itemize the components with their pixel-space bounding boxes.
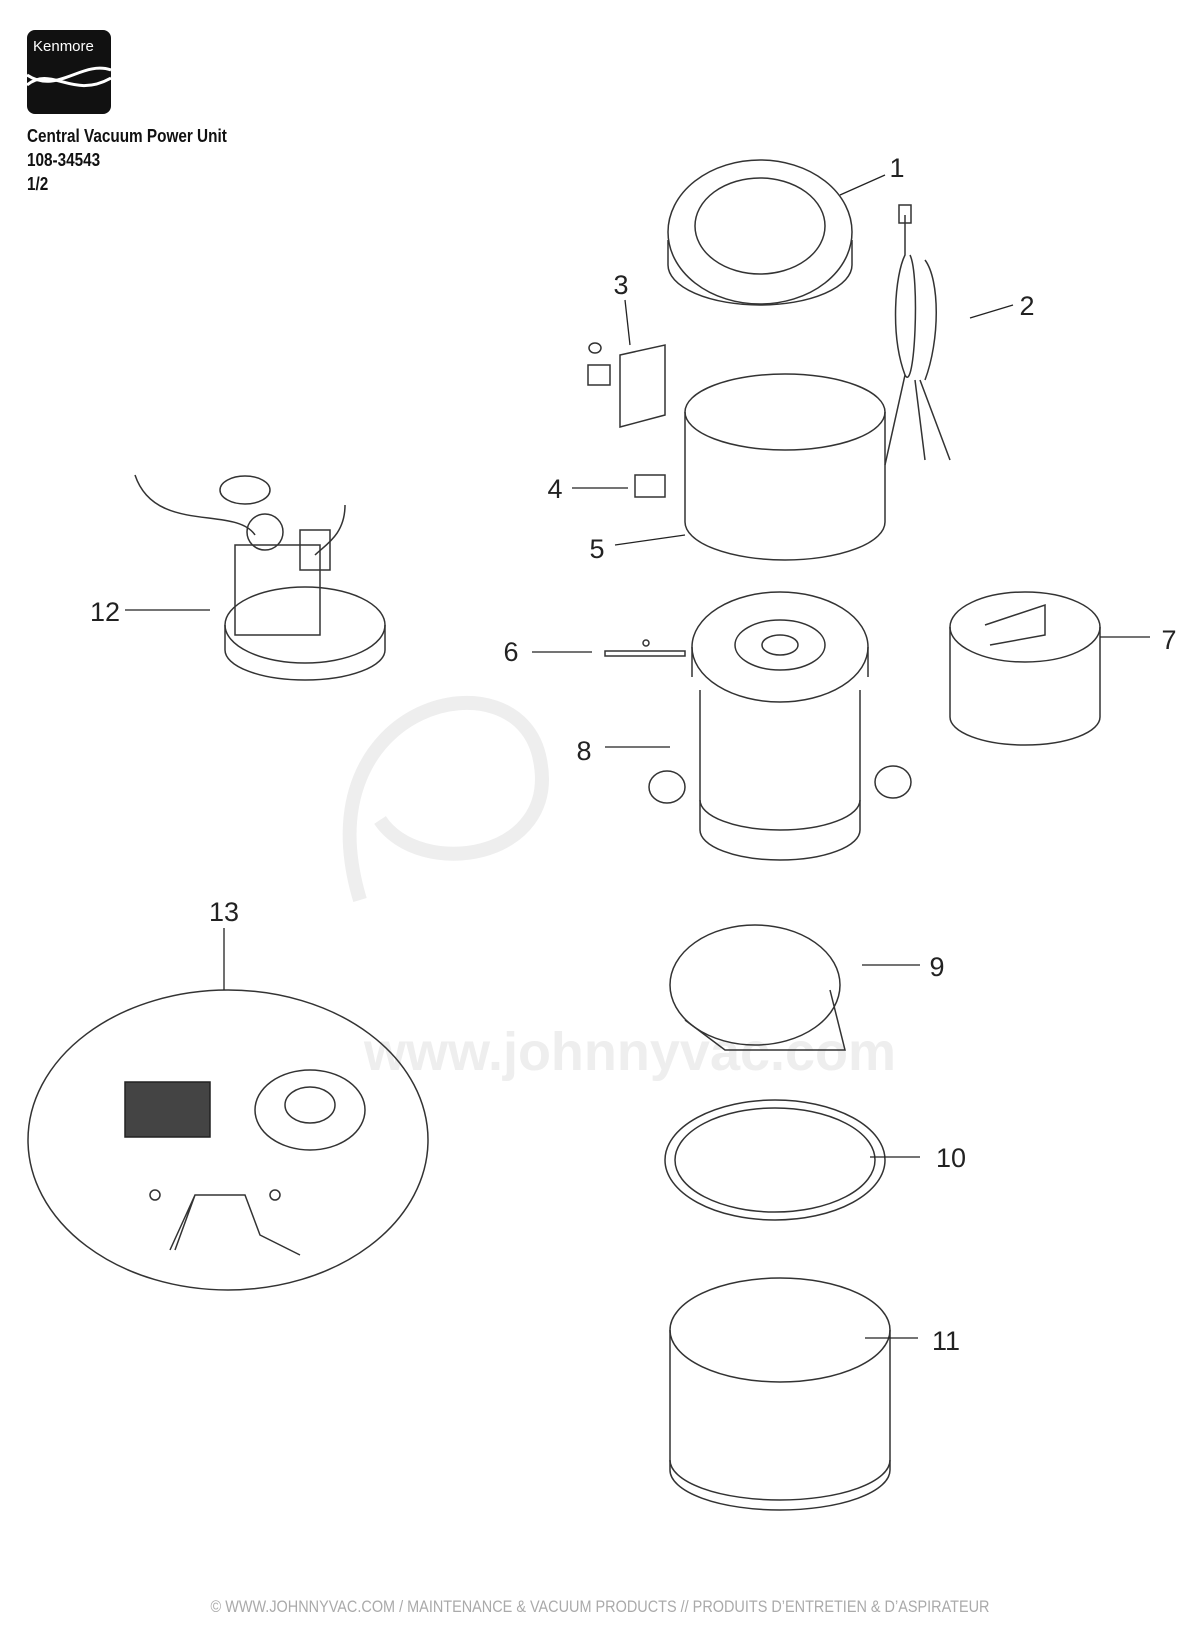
callout-6: 6: [503, 637, 518, 667]
callout-3: 3: [613, 270, 628, 300]
watermark-script: [342, 695, 549, 903]
part-4-switch: [634, 474, 666, 498]
part-9-filter-frame: [669, 924, 846, 1051]
callout-9: 9: [929, 952, 944, 982]
part-11-dirt-canister: [669, 1277, 891, 1511]
callout-1: 1: [889, 153, 904, 183]
part-8-motor-body: [648, 591, 912, 861]
part-10-gasket: [664, 1099, 886, 1221]
part-3-bracket: [587, 342, 666, 428]
part-12-motor-assembly: [134, 474, 386, 681]
part-1-lid: [667, 159, 853, 306]
callout-4: 4: [547, 474, 562, 504]
callout-2: 2: [1019, 291, 1034, 321]
document-header: Central Vacuum Power Unit 108-34543 1/2: [27, 124, 227, 196]
document-title: Central Vacuum Power Unit: [27, 126, 227, 146]
leader-lines: [125, 174, 1150, 1339]
callout-11: 11: [932, 1326, 960, 1356]
callout-13: 13: [209, 897, 239, 927]
part-5-housing-shell: [684, 373, 886, 561]
callout-7: 7: [1161, 625, 1176, 655]
callout-5: 5: [589, 534, 604, 564]
model-number: 108-34543: [27, 150, 101, 170]
watermark: www.johnnyvac.com: [363, 1022, 896, 1082]
callout-numbers: 1 2 3 4 5 6 7 8 9 10 11 12 13: [90, 153, 1177, 1356]
part-2-power-cord: [884, 204, 951, 466]
part-6-bolt: [604, 639, 686, 657]
logo-wave-icon: [27, 66, 111, 88]
callout-10: 10: [936, 1143, 966, 1173]
page-number: 1/2: [27, 174, 49, 194]
callout-12: 12: [90, 597, 120, 627]
footer-copyright: © WWW.JOHNNYVAC.COM / MAINTENANCE & VACU…: [210, 1597, 990, 1616]
callout-8: 8: [576, 736, 591, 766]
part-13-hardware-kit: [27, 989, 429, 1291]
logo-text: Kenmore: [33, 38, 94, 55]
part-7-filter-cup: [949, 591, 1101, 746]
kenmore-logo: Kenmore: [27, 30, 111, 114]
